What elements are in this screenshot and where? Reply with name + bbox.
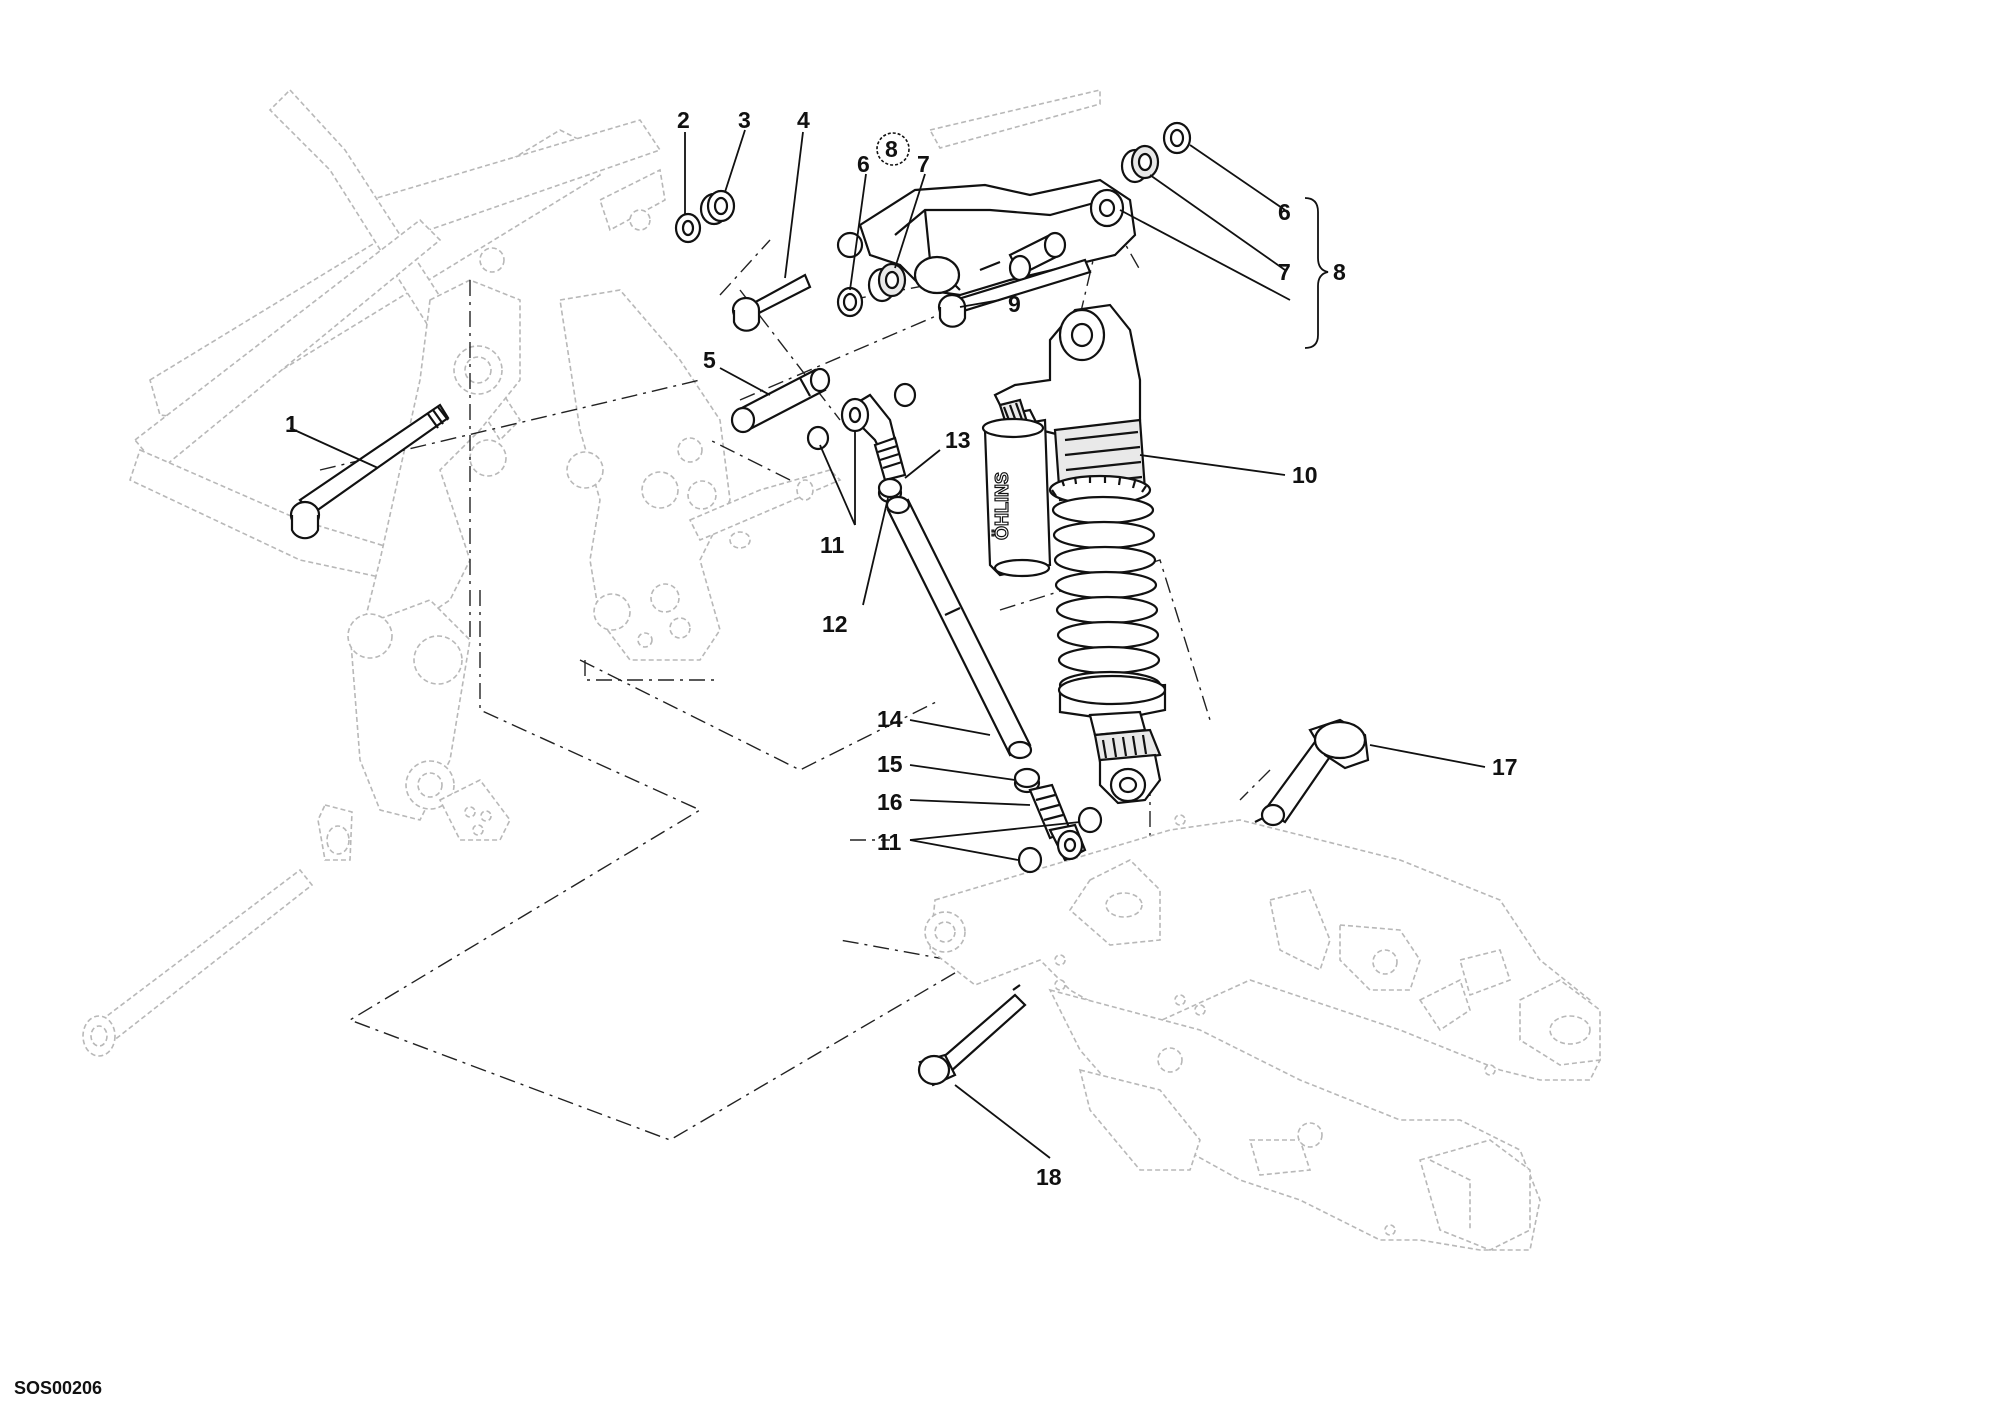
part-2-washer <box>674 212 702 244</box>
part-1-bolt <box>289 403 450 540</box>
callout-9: 9 <box>1008 291 1021 317</box>
callout-5: 5 <box>703 347 716 373</box>
part-3-bush <box>699 189 736 226</box>
callout-6b: 6 <box>1278 199 1291 225</box>
swingarm-pivot-ghost <box>82 804 353 1057</box>
part-11-spacer-upper <box>806 382 917 451</box>
callout-7a: 7 <box>917 151 930 177</box>
part-13-rod-end <box>840 393 907 482</box>
callout-17: 17 <box>1492 754 1518 780</box>
callout-2: 2 <box>677 107 690 133</box>
callout-15: 15 <box>877 751 903 777</box>
callout-labels: 1 2 3 4 5 6 8 7 6 7 8 9 10 11 12 13 14 1… <box>285 107 1518 1190</box>
part-11-spacer-lower <box>1017 806 1103 874</box>
part-7-bearing-right <box>1120 144 1160 184</box>
group-8-brace <box>1304 197 1329 349</box>
part-15-nut <box>1013 767 1041 794</box>
callout-11a: 11 <box>820 532 845 558</box>
callout-1: 1 <box>285 411 298 437</box>
part-5-pin <box>730 367 831 434</box>
part-6-washer-right <box>1162 121 1192 155</box>
part-8-callout-circle <box>876 132 910 166</box>
swingarm-ghost <box>924 814 1601 1251</box>
callout-18: 18 <box>1036 1164 1062 1190</box>
callout-4: 4 <box>797 107 810 133</box>
callout-7b: 7 <box>1278 259 1291 285</box>
callout-11b: 11 <box>877 829 902 855</box>
callout-14: 14 <box>877 706 903 732</box>
leader-lines <box>289 129 1486 1159</box>
frame-ghost <box>129 88 1101 841</box>
callout-3: 3 <box>738 107 751 133</box>
part-6-washer-left <box>836 286 864 318</box>
shock-brand-label: ÖHLINS <box>992 472 1012 540</box>
part-4-bolt <box>731 273 812 332</box>
callout-8a: 8 <box>885 136 898 162</box>
callout-12: 12 <box>822 611 848 637</box>
part-18-bolt <box>917 984 1027 1087</box>
drawing-code: SOS00206 <box>14 1378 103 1398</box>
part-14-rod <box>885 495 1033 760</box>
callout-8b: 8 <box>1333 259 1346 285</box>
callout-16: 16 <box>877 789 903 815</box>
callout-10: 10 <box>1292 462 1318 488</box>
part-10-shock-absorber: ÖHLINS <box>981 303 1167 805</box>
callout-13: 13 <box>945 427 971 453</box>
part-7-bearing-left <box>867 262 907 303</box>
part-17-bolt <box>1254 718 1370 827</box>
part-9-bolt <box>937 258 1092 328</box>
callout-6a: 6 <box>857 151 870 177</box>
rocker-link <box>836 178 1137 297</box>
